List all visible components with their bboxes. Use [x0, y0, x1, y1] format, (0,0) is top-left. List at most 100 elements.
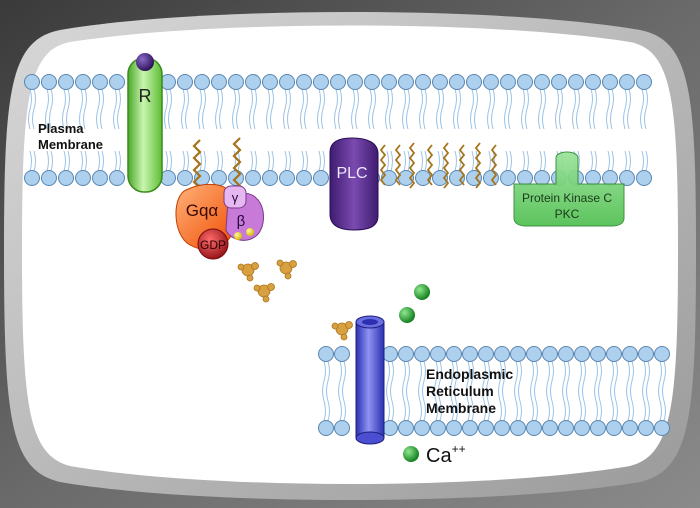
lipid-head — [551, 74, 567, 90]
ip3-molecule-icon — [237, 262, 259, 282]
lipid-head — [500, 74, 516, 90]
phospholipase-c: PLC — [329, 137, 379, 231]
receptor-label: R — [139, 86, 152, 106]
lipid-tail — [338, 360, 346, 422]
lipid-head — [430, 420, 446, 436]
lipid-head — [494, 346, 510, 362]
lipid-head — [382, 420, 398, 436]
lipid-tail — [368, 88, 376, 172]
lipid-head — [638, 420, 654, 436]
g-protein-complex: Gqα β γ GDP — [175, 183, 264, 260]
lipid-head — [262, 170, 278, 186]
lipid-tail — [181, 88, 189, 172]
lipid-tail — [434, 360, 442, 422]
ip3-molecules — [237, 259, 353, 341]
lipid-head — [414, 420, 430, 436]
lipid-head — [415, 74, 431, 90]
lipid-head — [462, 420, 478, 436]
lipid-head — [619, 74, 635, 90]
lipid-head — [432, 170, 448, 186]
lipid-head — [590, 420, 606, 436]
lipid-tail — [626, 360, 634, 422]
lipid-tail — [300, 88, 308, 172]
lipid-tail — [198, 88, 206, 172]
receptor-R: R — [127, 53, 163, 193]
dag-lipids — [379, 142, 498, 189]
gdp-molecule — [197, 228, 229, 260]
ligand-dot-icon — [136, 53, 154, 71]
lipid-tail — [351, 88, 359, 172]
lipid-head — [568, 74, 584, 90]
lipid-tail — [610, 360, 618, 422]
lipid-head — [364, 74, 380, 90]
lipid-head — [542, 346, 558, 362]
lipid-head — [483, 170, 499, 186]
g-alpha-label: Gqα — [186, 201, 219, 220]
lipid-head — [414, 346, 430, 362]
lipid-tail — [28, 88, 36, 172]
lipid-tail — [62, 88, 70, 172]
lipid-head — [462, 346, 478, 362]
lipid-tail — [572, 88, 580, 172]
lipid-head — [483, 74, 499, 90]
er-label-line1: Endoplasmic — [426, 366, 513, 382]
lipid-head — [636, 74, 652, 90]
g-protein-lipid-anchors — [192, 137, 242, 193]
lipid-head — [245, 74, 261, 90]
calcium-label: Ca++ — [426, 442, 466, 467]
lipid-tail — [322, 360, 330, 422]
lipid-tail — [504, 88, 512, 172]
lipid-head — [279, 170, 295, 186]
lipid-tail — [538, 88, 546, 172]
lipid-head — [211, 170, 227, 186]
plasma-membrane-label-line2: Membrane — [38, 137, 103, 152]
lipid-head — [109, 170, 125, 186]
lipid-head — [381, 74, 397, 90]
lipid-head — [318, 346, 334, 362]
lipid-tail — [546, 360, 554, 422]
lipid-tail — [498, 360, 506, 422]
lipid-head — [558, 346, 574, 362]
lipid-head — [534, 74, 550, 90]
lipid-head — [382, 346, 398, 362]
lipid-head — [296, 170, 312, 186]
lipid-tail — [450, 360, 458, 422]
lipid-head — [313, 74, 329, 90]
lipid-tail — [79, 88, 87, 172]
er-membrane-bilayer — [318, 346, 670, 436]
lipid-head — [654, 420, 670, 436]
lipid-tail — [514, 360, 522, 422]
lipid-head — [558, 420, 574, 436]
lipid-tail — [606, 88, 614, 172]
lipid-tail — [470, 88, 478, 172]
lipid-head — [75, 170, 91, 186]
lipid-tail — [418, 360, 426, 422]
lipid-head — [58, 74, 74, 90]
cell-interior — [22, 25, 678, 484]
lipid-head — [606, 346, 622, 362]
lipid-head — [398, 346, 414, 362]
lipid-tail — [453, 88, 461, 172]
lipid-head — [574, 346, 590, 362]
lipid-head — [58, 170, 74, 186]
lipid-head — [449, 74, 465, 90]
lipid-head — [318, 420, 334, 436]
protein-kinase-c: Protein Kinase C PKC — [513, 151, 625, 227]
lipid-tail — [402, 88, 410, 172]
pkc-label-line2: PKC — [555, 207, 580, 221]
lipid-head — [194, 74, 210, 90]
lipid-head — [542, 420, 558, 436]
lipid-tail — [283, 88, 291, 172]
pkc-label-line1: Protein Kinase C — [522, 191, 612, 205]
calcium-ion-icon — [414, 284, 430, 300]
lipid-head — [415, 170, 431, 186]
lipid-head — [41, 170, 57, 186]
lipid-head — [446, 346, 462, 362]
lipid-head — [517, 74, 533, 90]
lipid-tail — [419, 88, 427, 172]
lipid-head — [478, 346, 494, 362]
lipid-tail — [232, 88, 240, 172]
lipid-head — [526, 420, 542, 436]
lipid-head — [398, 74, 414, 90]
